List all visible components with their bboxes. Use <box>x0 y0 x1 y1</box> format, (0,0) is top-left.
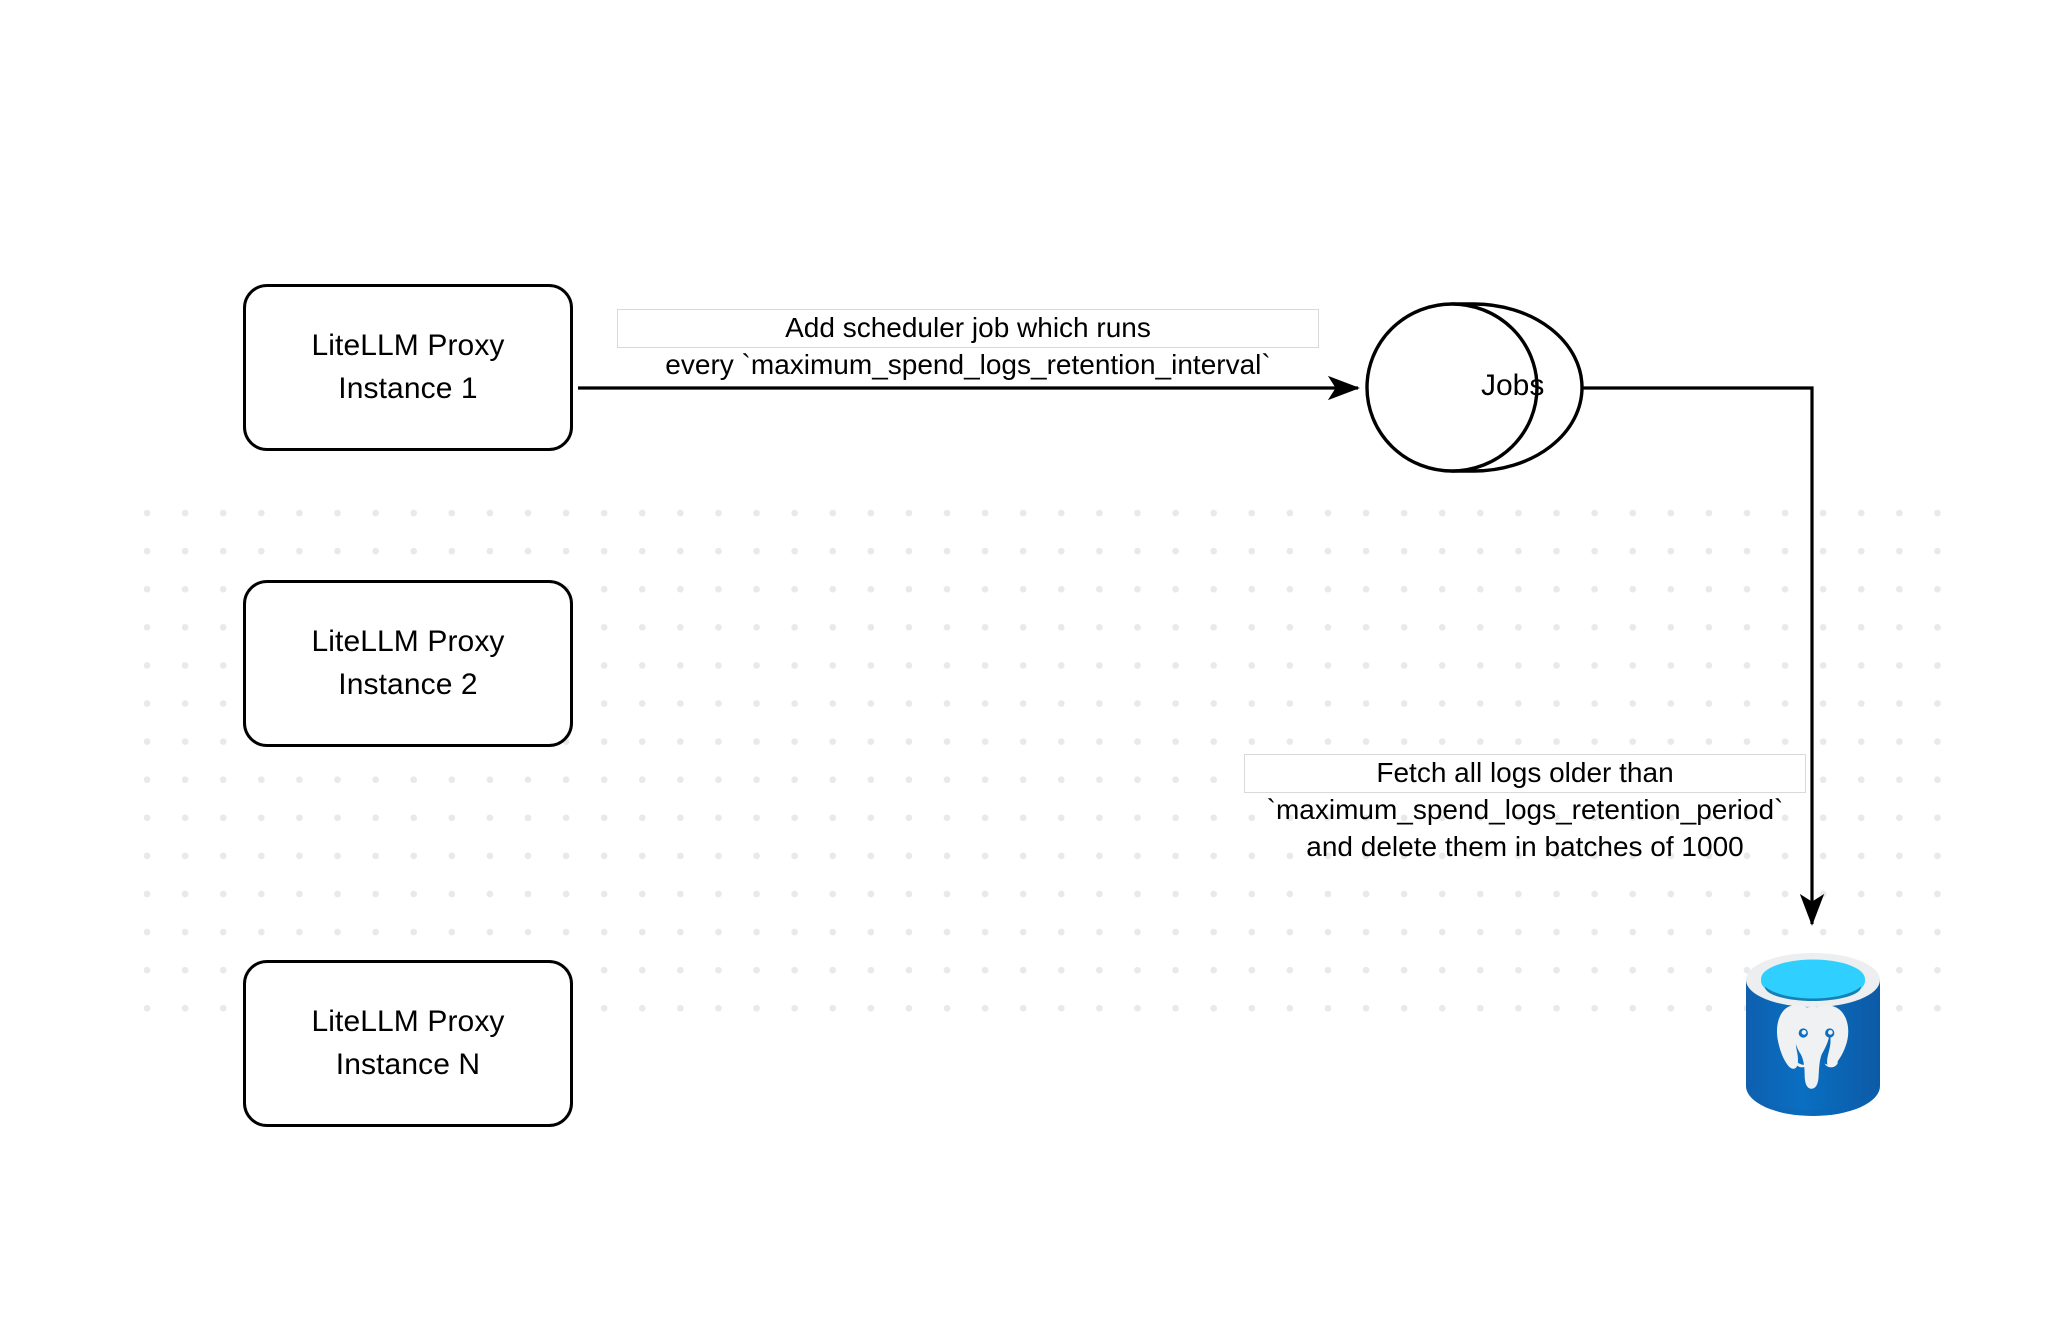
jobs-cylinder-shape <box>1365 302 1584 473</box>
postgresql-elephant-icon <box>1746 953 1880 1116</box>
node-line-1: LiteLLM Proxy <box>311 624 505 658</box>
node-line-1: LiteLLM Proxy <box>311 328 505 362</box>
node-litellm-proxy-instance-2[interactable]: LiteLLM Proxy Instance 2 <box>243 580 573 747</box>
node-line-1: LiteLLM Proxy <box>311 1004 505 1038</box>
node-litellm-proxy-instance-1[interactable]: LiteLLM Proxy Instance 1 <box>243 284 573 451</box>
edge-fetch-delete-label-line-3: and delete them in batches of 1000 <box>1306 830 1744 862</box>
node-postgres-database[interactable] <box>1743 952 1883 1128</box>
edge-scheduler-label-line-2: every `maximum_spend_logs_retention_inte… <box>665 348 1271 380</box>
node-line-2: Instance 1 <box>338 371 478 405</box>
edge-scheduler-label: Add scheduler job which runs every `maxi… <box>618 310 1318 384</box>
edge-fetch-delete-label-line-2: `maximum_spend_logs_retention_period` <box>1266 793 1784 825</box>
edge-fetch-delete-line <box>1582 386 1825 926</box>
edge-fetch-delete-label: Fetch all logs older than `maximum_spend… <box>1245 755 1805 866</box>
node-line-2: Instance 2 <box>338 667 478 701</box>
edge-fetch-delete-label-line-1: Fetch all logs older than <box>1245 755 1805 792</box>
edge-scheduler-label-line-1: Add scheduler job which runs <box>618 310 1318 347</box>
node-litellm-proxy-instance-n[interactable]: LiteLLM Proxy Instance N <box>243 960 573 1127</box>
node-jobs-label: Jobs <box>1481 369 1545 402</box>
node-line-2: Instance N <box>335 1047 481 1081</box>
